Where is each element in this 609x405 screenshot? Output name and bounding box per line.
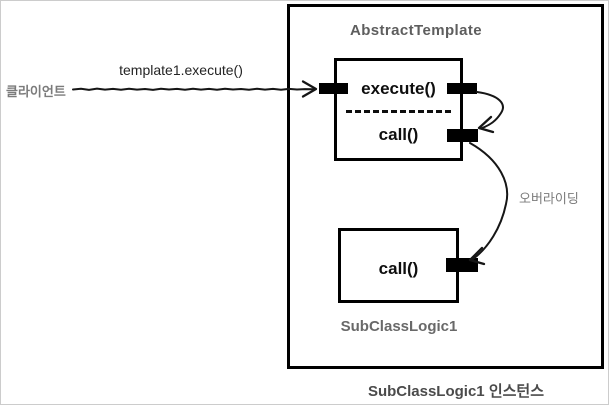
method-divider <box>346 110 451 113</box>
execute-port-right <box>447 83 477 94</box>
subclass-logic-box: call() <box>338 228 459 303</box>
abstract-template-box: execute() call() <box>334 58 463 161</box>
subclass-logic-caption: SubClassLogic1 <box>340 318 458 335</box>
client-message-label: template1.execute() <box>119 62 243 78</box>
subclass-call-method-label: call() <box>378 259 419 278</box>
execute-port-left <box>319 83 348 94</box>
abstract-template-title: AbstractTemplate <box>350 22 482 39</box>
execute-method-label: execute() <box>361 79 436 98</box>
client-call-arrow <box>72 87 314 91</box>
instance-frame-caption: SubClassLogic1 인스턴스 <box>367 383 545 400</box>
instance-frame-box <box>287 4 604 369</box>
call-port-right <box>447 129 478 142</box>
override-label: 오버라이딩 <box>519 191 579 206</box>
subclass-call-port <box>446 258 478 272</box>
call-method-label: call() <box>378 125 419 144</box>
client-label: 클라이언트 <box>6 84 66 99</box>
